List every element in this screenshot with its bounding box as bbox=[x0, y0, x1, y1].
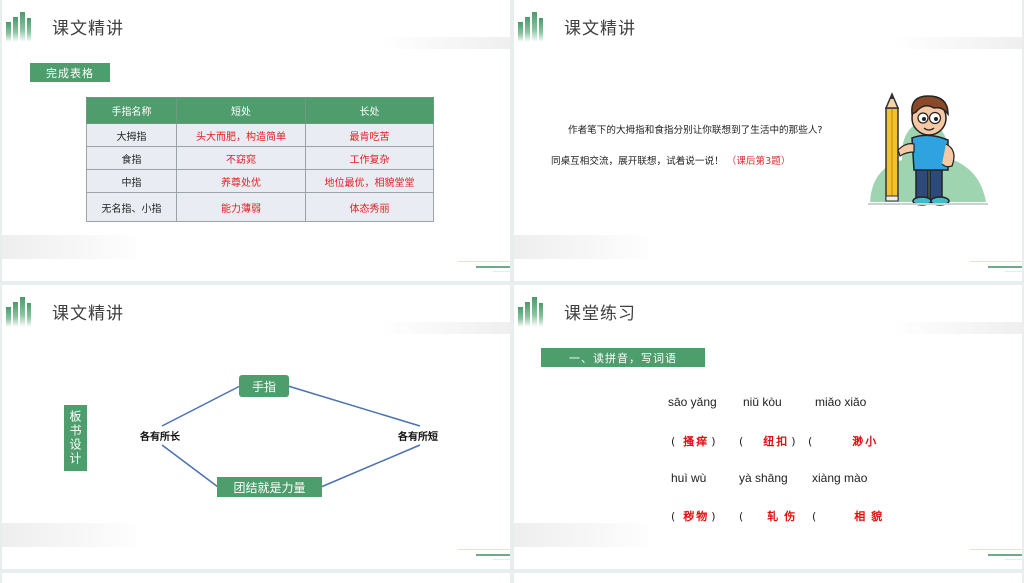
prompt-line: 同桌互相交流，展开联想，试着说一说！ （课后第3题） bbox=[551, 153, 790, 167]
diagram-node-top: 手指 bbox=[239, 375, 289, 397]
answer-item: ( 渺小 bbox=[808, 433, 880, 449]
answer-word: 搔痒 bbox=[683, 435, 710, 448]
answer-item: ( 秽物) bbox=[671, 508, 716, 524]
table-cell: 头大而肥，构造简单 bbox=[176, 123, 306, 147]
pinyin-item: miǎo xiǎo bbox=[815, 395, 867, 409]
diagram-connector-lines bbox=[161, 385, 421, 488]
answer-item: ( 相貌 bbox=[812, 508, 890, 524]
table-cell: 体态秀丽 bbox=[305, 192, 434, 222]
paren-close: ) bbox=[791, 435, 796, 448]
footer-decor-line bbox=[476, 554, 510, 556]
footer-decor-line bbox=[988, 554, 1022, 556]
answer-item: ( 纽扣) bbox=[739, 433, 796, 449]
diagram-node-right: 各有所短 bbox=[398, 432, 438, 443]
header-decor-band bbox=[892, 322, 1022, 334]
footer-decor-band bbox=[2, 523, 136, 547]
pinyin-item: sāo yǎng bbox=[668, 395, 717, 409]
footer-decor-line bbox=[458, 261, 510, 262]
column-header: 长处 bbox=[305, 97, 434, 124]
header-decor-band bbox=[380, 322, 510, 334]
blackboard-design-label: 板书设计 bbox=[64, 405, 87, 471]
section-tag: 完成表格 bbox=[30, 63, 110, 82]
prompt-text: 同桌互相交流，展开联想，试着说一说！ bbox=[551, 156, 724, 167]
footer-decor-band bbox=[514, 235, 648, 259]
table-cell: 地位最优，相貌堂堂 bbox=[305, 169, 434, 193]
table-cell: 大拇指 bbox=[86, 123, 177, 147]
header-decor-band bbox=[380, 37, 510, 49]
slide-5-thumbnail-partial[interactable] bbox=[2, 573, 510, 583]
slide-1-thumbnail[interactable]: 课文精讲 完成表格 手指名称 短处 长处 大拇指 头大而肥，构造简单 最肯吃苦 … bbox=[2, 0, 510, 281]
paren-open: ( bbox=[808, 435, 813, 448]
paren-open: ( bbox=[671, 510, 676, 523]
paren-open: ( bbox=[739, 435, 744, 448]
slide-6-thumbnail-partial[interactable] bbox=[514, 573, 1022, 583]
slide-title: 课文精讲 bbox=[564, 19, 636, 39]
slide-title: 课文精讲 bbox=[52, 304, 124, 324]
side-label-text: 板书设计 bbox=[68, 410, 82, 466]
pinyin-item: niǔ kòu bbox=[743, 395, 782, 409]
footer-decor-line bbox=[458, 549, 510, 550]
answer-item: ( 轧伤 bbox=[739, 508, 803, 524]
exercise-note: （课后第3题） bbox=[726, 156, 791, 167]
footer-decor-line bbox=[1005, 559, 1022, 560]
boy-with-pencil-illustration bbox=[868, 92, 988, 206]
table-cell: 养尊处优 bbox=[176, 169, 306, 193]
table-row: 食指 不窈窕 工作复杂 bbox=[86, 146, 434, 170]
table-cell: 能力薄弱 bbox=[176, 192, 306, 222]
paren-close: ) bbox=[711, 510, 716, 523]
answer-word: 渺小 bbox=[852, 435, 879, 448]
table-cell: 工作复杂 bbox=[305, 146, 434, 170]
answer-item: ( 搔痒) bbox=[671, 433, 716, 449]
diagram-node-bottom: 团结就是力量 bbox=[217, 477, 322, 497]
diagram-node-left: 各有所长 bbox=[140, 432, 180, 443]
finger-comparison-table: 手指名称 短处 长处 大拇指 头大而肥，构造简单 最肯吃苦 食指 不窈窕 工作复… bbox=[86, 97, 434, 222]
column-header: 手指名称 bbox=[86, 97, 177, 124]
footer-decor-line bbox=[988, 266, 1022, 268]
bar-chart-logo-icon bbox=[518, 295, 543, 327]
footer-decor-line bbox=[1005, 271, 1022, 272]
bar-chart-logo-icon bbox=[6, 295, 31, 327]
bar-chart-logo-icon bbox=[518, 10, 543, 42]
answer-word: 相貌 bbox=[854, 510, 889, 523]
table-header-row: 手指名称 短处 长处 bbox=[86, 97, 434, 124]
slide-3-thumbnail[interactable]: 课文精讲 板书设计 手指 各有所长 各有所短 团结就是力量 bbox=[2, 285, 510, 569]
footer-decor-line bbox=[476, 266, 510, 268]
header-decor-band bbox=[892, 37, 1022, 49]
pinyin-item: xiàng mào bbox=[812, 471, 868, 485]
slide-4-thumbnail[interactable]: 课堂练习 一、读拼音，写词语 sāo yǎng niǔ kòu miǎo xiǎ… bbox=[514, 285, 1022, 569]
pinyin-item: yà shāng bbox=[739, 471, 788, 485]
footer-decor-line bbox=[493, 559, 510, 560]
table-cell: 食指 bbox=[86, 146, 177, 170]
column-header: 短处 bbox=[176, 97, 306, 124]
table-cell: 最肯吃苦 bbox=[305, 123, 434, 147]
answer-word: 纽扣 bbox=[763, 435, 790, 448]
paren-open: ( bbox=[671, 435, 676, 448]
paren-open: ( bbox=[812, 510, 817, 523]
footer-decor-line bbox=[493, 271, 510, 272]
footer-decor-band bbox=[2, 235, 136, 259]
footer-decor-line bbox=[970, 261, 1022, 262]
table-row: 无名指、小指 能力薄弱 体态秀丽 bbox=[86, 192, 434, 222]
slide-title: 课文精讲 bbox=[52, 19, 124, 39]
question-text: 作者笔下的大拇指和食指分别让你联想到了生活中的那些人? bbox=[568, 125, 823, 136]
table-cell: 无名指、小指 bbox=[86, 192, 177, 222]
footer-decor-band bbox=[514, 523, 648, 547]
table-cell: 不窈窕 bbox=[176, 146, 306, 170]
table-cell: 中指 bbox=[86, 169, 177, 193]
slide-2-thumbnail[interactable]: 课文精讲 作者笔下的大拇指和食指分别让你联想到了生活中的那些人? 同桌互相交流，… bbox=[514, 0, 1022, 281]
paren-close: ) bbox=[711, 435, 716, 448]
footer-decor-line bbox=[970, 549, 1022, 550]
answer-word: 轧伤 bbox=[767, 510, 802, 523]
pinyin-item: huì wù bbox=[671, 471, 707, 485]
slide-title: 课堂练习 bbox=[564, 304, 636, 324]
table-row: 中指 养尊处优 地位最优，相貌堂堂 bbox=[86, 169, 434, 193]
answer-word: 秽物 bbox=[683, 510, 710, 523]
bar-chart-logo-icon bbox=[6, 10, 31, 42]
table-row: 大拇指 头大而肥，构造简单 最肯吃苦 bbox=[86, 123, 434, 147]
paren-open: ( bbox=[739, 510, 744, 523]
section-tag: 一、读拼音，写词语 bbox=[541, 348, 705, 367]
